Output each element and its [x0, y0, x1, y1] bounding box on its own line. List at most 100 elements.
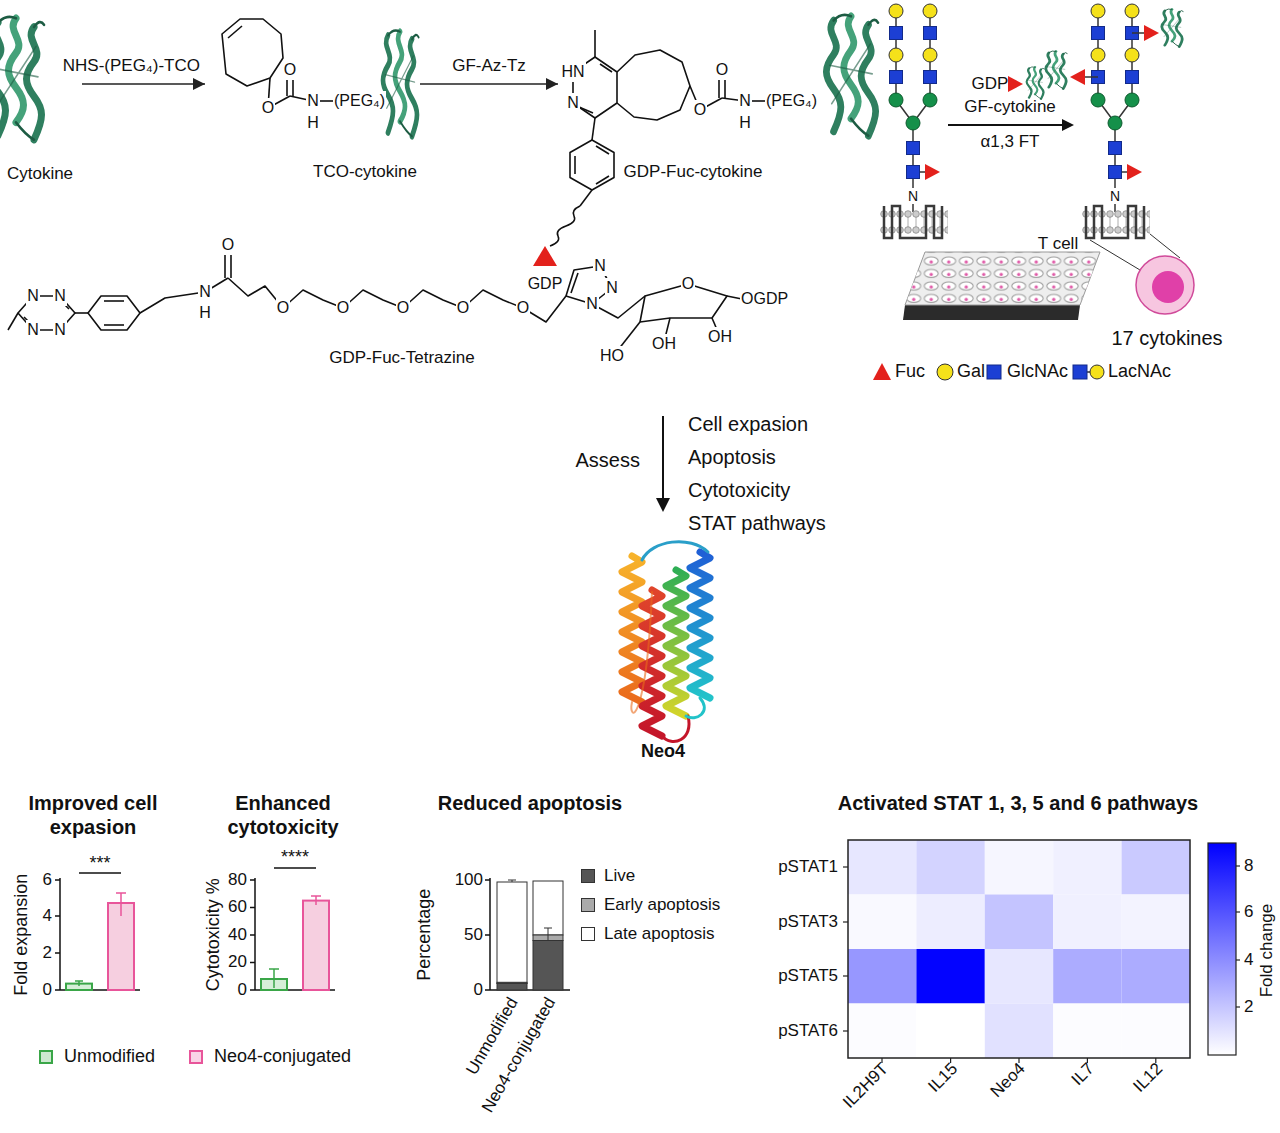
heatmap — [848, 840, 1190, 1058]
chart-title: Reduced apoptosis — [438, 791, 622, 815]
bar-chart-cytotoxicity — [250, 907, 255, 909]
structure-node: Neo4 — [600, 540, 730, 765]
stacked-bar-chart — [544, 928, 552, 929]
heatmap — [985, 949, 1053, 1004]
gdp-fuc-tetrazine-structure — [104, 324, 124, 326]
stacked-bar-chart — [485, 879, 490, 881]
heatmap — [1122, 840, 1190, 895]
heatmap — [985, 1004, 1053, 1059]
tick-label: 0 — [43, 980, 52, 1000]
atom-label: O — [681, 274, 695, 293]
reagent-label: GF-cytokine — [964, 97, 1056, 117]
significance-mark: *** — [89, 853, 110, 875]
neo4-ribbon — [622, 556, 642, 702]
conjugated-cytokine — [1085, 76, 1098, 78]
stacked-bar-chart — [485, 878, 570, 990]
stacked-bar-chart — [485, 934, 490, 936]
stacked-bar-chart — [485, 989, 490, 991]
bar-chart-expansion — [75, 893, 126, 986]
atom-label: O — [456, 298, 470, 317]
heatmap — [1122, 1004, 1190, 1059]
bar-chart-cytotoxicity — [273, 969, 275, 988]
chart-title: Activated STAT 1, 3, 5 and 6 pathways — [838, 791, 1198, 815]
gdp-fuc-tetrazine-structure — [571, 273, 578, 293]
heatmap — [916, 840, 984, 895]
atom-label: O — [516, 298, 530, 317]
bar-chart-expansion — [75, 980, 83, 982]
glycan-structure — [907, 142, 920, 155]
legend-swatch — [581, 927, 595, 941]
bar-chart-cytotoxicity — [303, 901, 329, 990]
atom-label: H — [738, 113, 752, 132]
glycan-structure — [884, 206, 942, 238]
stacked-bar-chart — [548, 928, 549, 940]
heatmap — [848, 840, 916, 895]
atom-label: O — [283, 60, 297, 79]
reaction-arrow — [948, 67, 1074, 131]
gdp-fuc-cytokine-structure — [550, 206, 580, 246]
neo4-ribbon — [690, 552, 710, 698]
cytokine-protein — [826, 15, 878, 136]
neo4-ribbon — [622, 542, 710, 742]
stacked-bar-chart — [497, 880, 563, 990]
edge-label: NHS-(PEG₄)-TCO — [62, 56, 201, 76]
assess-arrow — [656, 498, 670, 512]
glycan-legend-symbol — [873, 363, 891, 380]
gdp-fuc-cytokine-structure — [596, 176, 609, 184]
conjugated-cytokine — [1132, 32, 1144, 34]
glycan-structure — [889, 93, 903, 107]
heatmap — [916, 895, 984, 950]
cytokine-protein — [0, 17, 44, 140]
t-cell — [1090, 240, 1140, 270]
connector-arrow — [82, 83, 205, 85]
tco-structure — [222, 19, 283, 86]
well-plate — [905, 252, 1100, 305]
stacked-bar-chart — [508, 880, 516, 881]
atom-label: N — [738, 91, 752, 110]
atom-label: O — [715, 60, 729, 79]
tick-label: 40 — [228, 925, 247, 945]
atom-label: N — [306, 91, 320, 110]
gdp-fuc-tetrazine-structure — [8, 250, 742, 350]
assay-item: Apoptosis — [688, 445, 776, 469]
reagent-label: GDP — [972, 74, 1009, 94]
heatmap — [1236, 866, 1240, 1007]
structure-node: Cytokine — [0, 8, 82, 188]
glycan-structure — [906, 116, 920, 130]
bar-chart-cytotoxicity — [311, 895, 321, 897]
tick-label: 6 — [43, 870, 52, 890]
bar-chart-cytotoxicity — [250, 868, 335, 990]
heatmap — [843, 840, 1240, 1063]
atom-label: O — [693, 100, 707, 119]
glycan-legend-symbol — [1073, 365, 1087, 379]
legend-swatch — [581, 898, 595, 912]
bar-chart-cytotoxicity — [250, 879, 255, 881]
asn-label: N — [1109, 188, 1121, 205]
atom-label: N — [566, 93, 580, 112]
node-caption: Cytokine — [7, 164, 73, 184]
edge-label: GF-Az-Tz — [451, 56, 527, 76]
heatmap — [1236, 865, 1240, 866]
conjugated-cytokine — [1070, 69, 1085, 85]
heatmap — [1236, 1006, 1240, 1007]
atom-label: HO — [599, 346, 625, 365]
atom-label: OH — [707, 327, 733, 346]
glycan-structure — [890, 27, 937, 179]
heatmap — [1053, 895, 1121, 950]
legend-text: LacNAc — [1108, 361, 1171, 383]
chart-title: Enhanced cytotoxicity — [196, 791, 371, 839]
legend-text: GlcNAc — [1007, 361, 1068, 383]
legend-text: Gal — [957, 361, 985, 383]
bar-chart-expansion — [55, 873, 140, 990]
legend-swatch — [39, 1050, 53, 1064]
heatmap — [848, 895, 916, 950]
bar-chart-cytotoxicity — [315, 896, 317, 905]
heatmap — [848, 1004, 916, 1059]
heatmap — [1122, 895, 1190, 950]
connector-arrow — [420, 83, 558, 85]
conjugated-cytokine — [1046, 9, 1183, 89]
asn-label: N — [907, 188, 919, 205]
bar-chart-expansion — [116, 892, 126, 894]
atom-label: N — [53, 286, 67, 305]
t-cell — [1150, 234, 1180, 258]
